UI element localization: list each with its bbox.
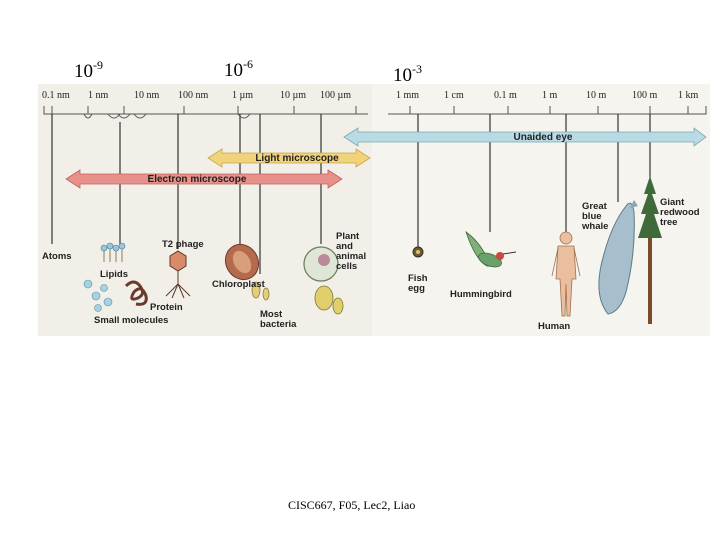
scale-label: 0.1 m [494,90,517,101]
scale-label: 10 µm [280,90,307,101]
exponent-label-1e-6: 10-6 [224,57,253,81]
scale-label: 100 µm [320,90,352,101]
scale-label: 1 mm [396,90,420,101]
scale-label: 1 km [678,90,699,101]
size-scale-figure: 0.1 nm 1 nm 10 nm 100 nm 1 µm 10 µm 100 … [38,84,710,336]
t2-phage-label: T2 phage [162,239,204,250]
chloroplast-label: Chloroplast [212,279,265,290]
scale-label: 1 µm [232,90,254,101]
scale-label: 0.1 nm [42,90,70,101]
light-microscope-label: Light microscope [255,152,339,164]
exponent-label-1e-9: 10-9 [74,58,103,82]
scale-label: 100 m [632,90,658,101]
unaided-eye-label: Unaided eye [513,131,573,143]
lipids-label: Lipids [100,269,128,280]
figure-lines [43,106,707,324]
scale-label: 1 nm [88,90,109,101]
hummingbird-label: Hummingbird [450,289,512,300]
atoms-label: Atoms [42,251,72,262]
electron-microscope-label: Electron microscope [147,173,247,185]
small-molecules-label: Small molecules [94,315,169,326]
human-label: Human [538,321,571,332]
slide-footer: CISC667, F05, Lec2, Liao [288,498,416,512]
scale-label: 100 nm [178,90,209,101]
scale-label: 10 m [586,90,607,101]
exponent-label-1e-3: 10-3 [393,62,422,86]
scale-label: 1 m [542,90,558,101]
scale-label: 1 cm [444,90,464,101]
protein-label: Protein [150,302,183,313]
scale-label: 10 nm [134,90,160,101]
